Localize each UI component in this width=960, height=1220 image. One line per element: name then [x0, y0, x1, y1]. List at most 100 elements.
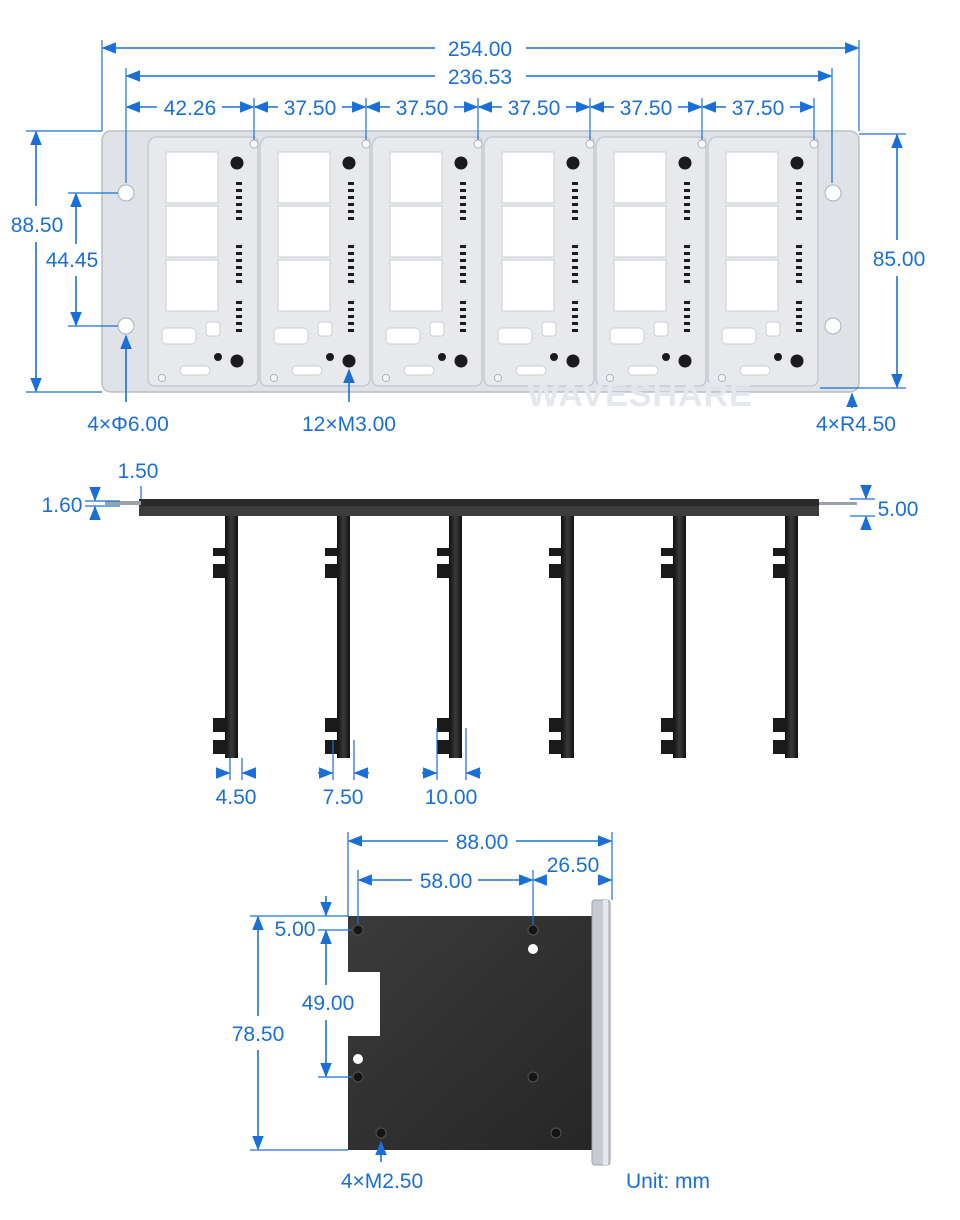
vent-slot — [348, 245, 354, 248]
vent-slot — [236, 203, 242, 206]
mount-hole — [824, 317, 842, 335]
dim-first-pitch: 42.26 — [164, 97, 217, 120]
vent-slot — [572, 182, 578, 185]
rail-bracket — [325, 516, 350, 758]
bracket-tab — [773, 740, 787, 754]
vent-slot — [684, 217, 690, 220]
screw — [790, 354, 804, 368]
screw — [566, 354, 580, 368]
callout-corner-radius: 4×R4.50 — [816, 413, 896, 436]
dim-hole-vertical: 49.00 — [302, 992, 355, 1015]
vent-slot — [572, 329, 578, 332]
vent-slot — [348, 182, 354, 185]
side-bracket — [348, 916, 596, 1150]
port-window — [613, 151, 667, 204]
vent-slot — [796, 203, 802, 206]
port-window — [165, 151, 219, 204]
module-slot — [707, 136, 819, 387]
connector-cutout — [765, 321, 781, 337]
small-hole — [697, 139, 707, 149]
callout-screws: 12×M3.00 — [302, 413, 396, 436]
bracket-tab — [437, 718, 451, 732]
vent-slot — [460, 196, 466, 199]
rail-bracket — [661, 516, 686, 758]
bracket-tab — [773, 548, 787, 556]
top-plate-lip — [139, 499, 819, 506]
vent-slot — [460, 217, 466, 220]
vent-slot — [236, 245, 242, 248]
module-slots — [147, 136, 819, 387]
plate-edge — [819, 502, 857, 505]
screw-cutout — [774, 353, 782, 361]
top-plate — [139, 506, 819, 516]
screw-cutout — [326, 353, 334, 361]
vent-slot — [572, 245, 578, 248]
vent-slot — [236, 217, 242, 220]
connector-cutout — [739, 365, 771, 376]
screw-hole — [352, 1071, 364, 1083]
vent-slot — [460, 329, 466, 332]
vent-slot — [572, 315, 578, 318]
vent-slot — [796, 301, 802, 304]
screw — [230, 156, 244, 170]
connector-cutout — [385, 327, 421, 345]
screw-hole — [352, 924, 364, 936]
bracket-tab — [773, 718, 787, 732]
vent-slot — [236, 280, 242, 283]
vent-slot — [796, 308, 802, 311]
bracket-tab — [325, 548, 339, 556]
vent-slot — [236, 322, 242, 325]
port-window — [277, 151, 331, 204]
vent-slot — [348, 315, 354, 318]
bracket-tab — [661, 564, 675, 578]
small-hole — [361, 139, 371, 149]
mount-hole — [117, 184, 135, 202]
bracket-tab — [213, 740, 227, 754]
watermark: WAVESHARE — [527, 376, 753, 414]
port-window — [277, 259, 331, 312]
bracket-tab — [549, 740, 563, 754]
vent-slot — [348, 252, 354, 255]
vent-slot — [796, 315, 802, 318]
vent-slot — [684, 315, 690, 318]
vent-slot — [236, 189, 242, 192]
screw — [342, 156, 356, 170]
dim-pitch: 37.50 — [620, 97, 673, 120]
bracket-tab — [549, 548, 563, 556]
vent-slot — [684, 259, 690, 262]
connector-cutout — [653, 321, 669, 337]
bracket-tab — [549, 564, 563, 578]
vent-slot — [572, 273, 578, 276]
vent-slot — [348, 266, 354, 269]
vent-slot — [684, 273, 690, 276]
vent-slot — [460, 182, 466, 185]
vent-slot — [684, 322, 690, 325]
vent-slot — [572, 217, 578, 220]
vent-slot — [460, 315, 466, 318]
bracket-bar — [337, 516, 350, 758]
connector-cutout — [161, 327, 197, 345]
port-window — [389, 259, 443, 312]
connector-cutout — [497, 327, 533, 345]
vent-slot — [460, 308, 466, 311]
vent-slot — [796, 329, 802, 332]
rail-brackets — [213, 516, 798, 758]
vent-slot — [684, 196, 690, 199]
screw-cutout — [438, 353, 446, 361]
mount-hole — [824, 184, 842, 202]
connector-cutout — [627, 365, 659, 376]
rail-bracket — [437, 516, 462, 758]
bracket-tab — [773, 564, 787, 578]
vent-slot — [572, 189, 578, 192]
vent-slot — [348, 301, 354, 304]
vent-slot — [684, 308, 690, 311]
vent-slot — [684, 182, 690, 185]
port-window — [613, 205, 667, 258]
vent-slot — [796, 280, 802, 283]
bracket-bar — [785, 516, 798, 758]
vent-slot — [572, 196, 578, 199]
connector-cutout — [429, 321, 445, 337]
vent-slot — [348, 322, 354, 325]
vent-slot — [796, 266, 802, 269]
vent-slot — [572, 259, 578, 262]
